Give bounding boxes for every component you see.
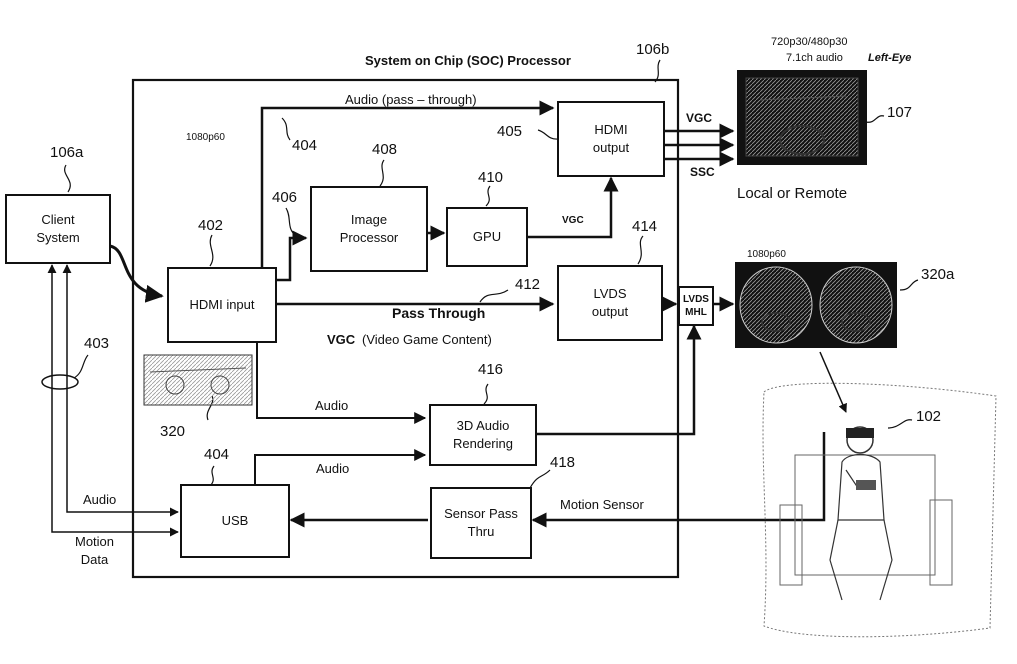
image-processor-block: Image Processor (310, 186, 428, 272)
leader-404-usb (210, 466, 214, 486)
hmd-to-user-arrow (820, 352, 846, 412)
soc-title: System on Chip (SOC) Processor (365, 54, 571, 67)
gpu-to-hdmi-arrow (527, 178, 611, 237)
vgc-content-label: (Video Game Content) (362, 333, 492, 346)
leader-106b (655, 60, 660, 82)
leader-418 (530, 470, 550, 488)
display-audio-spec: 7.1ch audio (786, 53, 843, 64)
hdmi-input-block: HDMI input (167, 267, 277, 343)
client-to-hdmi-arrow (110, 246, 162, 296)
lvds-output-block: LVDS output (557, 265, 663, 341)
ref-320a: 320a (921, 267, 954, 282)
res-1080p60-label: 1080p60 (186, 133, 225, 143)
audio-pass-label: Audio (pass – through) (345, 93, 477, 106)
audio-from-usb-label: Audio (316, 462, 349, 475)
ref-102: 102 (916, 409, 941, 424)
ref-414: 414 (632, 219, 657, 234)
leader-414 (638, 236, 643, 264)
gpu-block: GPU (446, 207, 528, 267)
ref-404-top: 404 (292, 138, 317, 153)
leader-412 (480, 290, 508, 302)
ref-320: 320 (160, 424, 185, 439)
leader-403 (74, 355, 88, 378)
game-thumbnail (144, 355, 252, 405)
usb-block: USB (180, 484, 290, 558)
ref-408: 408 (372, 142, 397, 157)
leader-102 (888, 420, 912, 428)
ref-412: 412 (515, 277, 540, 292)
3d-to-mhl-arrow (537, 326, 694, 434)
hdmi-output-block: HDMI output (557, 101, 665, 177)
ref-403: 403 (84, 336, 109, 351)
vgc-out-label: VGC (686, 112, 712, 124)
leader-107 (866, 116, 884, 123)
audio-left-label: Audio (83, 493, 116, 506)
leader-320a (900, 280, 918, 290)
local-remote-label: Local or Remote (737, 186, 847, 201)
hmd-stereo-display (735, 262, 897, 348)
hmd-resolution: 1080p60 (747, 250, 786, 260)
leader-416 (484, 384, 488, 404)
leader-402 (210, 235, 213, 266)
left-eye-label: Left-Eye (868, 53, 911, 64)
ref-405: 405 (497, 124, 522, 139)
leader-408 (380, 160, 384, 186)
ssc-out-label: SSC (690, 166, 715, 178)
motion-data-label: Motion Data (75, 533, 114, 569)
ref-416: 416 (478, 362, 503, 377)
leader-405 (538, 130, 558, 139)
client-system-block: Client System (5, 194, 111, 264)
motion-sensor-label: Motion Sensor (560, 498, 644, 511)
leader-106a (65, 165, 71, 192)
hdmi-to-imageproc-arrow (276, 238, 306, 280)
ref-402: 402 (198, 218, 223, 233)
ref-410: 410 (478, 170, 503, 185)
audio-to-3d-label: Audio (315, 399, 348, 412)
leader-410 (486, 186, 490, 206)
ref-106b: 106b (636, 42, 669, 57)
ref-404-usb: 404 (204, 447, 229, 462)
vgc-content-prefix: VGC (327, 333, 355, 346)
pass-through-label: Pass Through (392, 306, 485, 320)
lvds-mhl-block: LVDS MHL (678, 286, 714, 326)
3d-audio-block: 3D Audio Rendering (429, 404, 537, 466)
leader-404-top (282, 118, 290, 140)
leader-406 (286, 208, 296, 236)
ref-406: 406 (272, 190, 297, 205)
user-illustration (763, 383, 996, 636)
display-resolution: 720p30/480p30 (771, 37, 847, 48)
ref-418: 418 (550, 455, 575, 470)
sensor-pass-block: Sensor Pass Thru (430, 487, 532, 559)
ref-106a: 106a (50, 145, 83, 160)
vgc-gpu-label: VGC (562, 216, 584, 226)
display-screen (737, 70, 867, 165)
ref-107: 107 (887, 105, 912, 120)
bundle-ring (42, 375, 78, 389)
